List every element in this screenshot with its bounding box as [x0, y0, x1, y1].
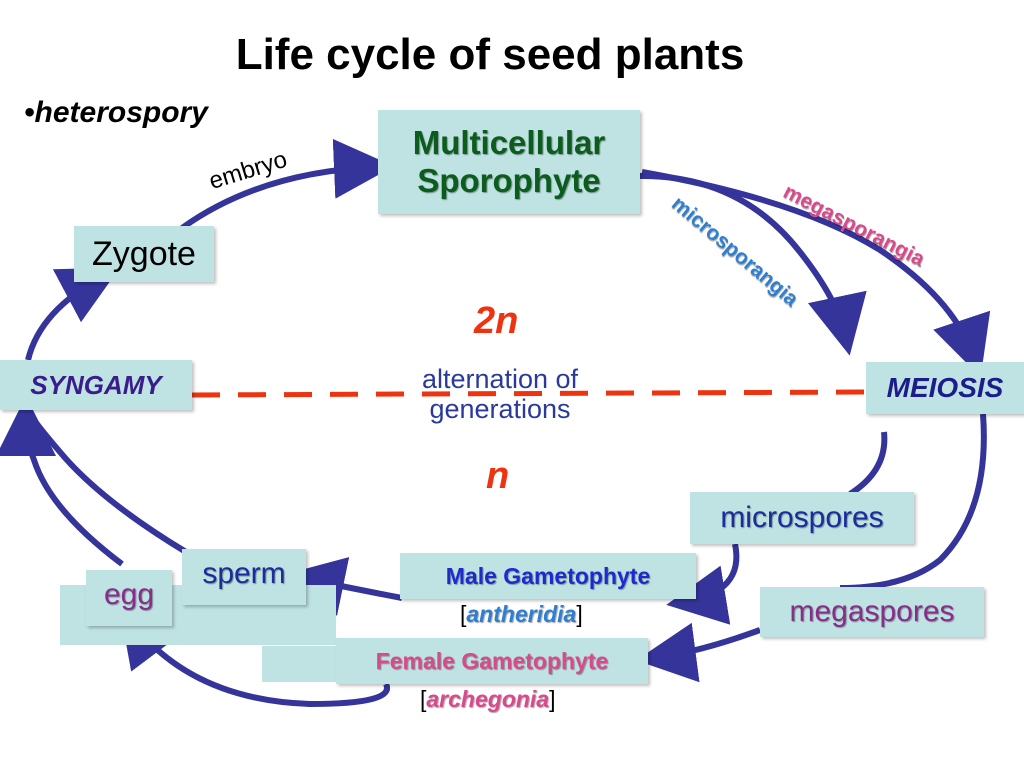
male-gametophyte-box: Male Gametophyte [400, 553, 696, 599]
meiosis-to-microspores-line [848, 431, 888, 497]
antheridia-annotation: [antheridia] [460, 601, 583, 628]
megaspores-to-female-arrow [636, 622, 762, 683]
sporophyte-label-line1: Multicellular [412, 124, 606, 161]
alternation-label: alternation of generations [380, 364, 620, 424]
meiosis-box: MEIOSIS [866, 362, 1024, 414]
archegonia-label: archegonia [426, 686, 550, 712]
sporophyte-box: Multicellular Sporophyte [378, 110, 640, 214]
archegonia-annotation: [archegonia] [420, 686, 556, 713]
microspores-box: microspores [690, 492, 914, 544]
megasporangia-arrow [641, 169, 991, 378]
ploidy-divider-line [191, 389, 867, 398]
alternation-line1: alternation of [421, 364, 579, 394]
embryo-arrow [180, 138, 394, 231]
microspores-label: microspores [720, 501, 884, 534]
syngamy-label: SYNGAMY [30, 369, 162, 400]
heterospory-bullet: •heterospory [24, 96, 208, 129]
gametes-to-syngamy-arrow [0, 396, 124, 567]
antheridia-bracket-close: ] [576, 601, 583, 627]
sperm-box: sperm [182, 549, 306, 605]
sperm-to-syngamy-arrow [27, 412, 188, 555]
female-gametophyte-box: Female Gametophyte [336, 638, 648, 684]
megaspores-box: megaspores [760, 587, 984, 637]
female-to-egg-arrow [119, 605, 390, 708]
antheridia-label: antheridia [466, 601, 577, 627]
male-to-sperm-arrow [284, 557, 403, 616]
female-gametophyte-label: Female Gametophyte [375, 647, 609, 674]
syngamy-to-zygote-arrow [25, 267, 120, 361]
decorative-box-2 [262, 646, 342, 682]
diploid-label: 2n [474, 300, 519, 342]
zygote-label: Zygote [92, 234, 196, 273]
meiosis-to-megaspores-line [839, 413, 987, 591]
sporophyte-label-line2: Sporophyte [417, 162, 601, 199]
haploid-label: n [486, 455, 510, 497]
egg-box: egg [86, 570, 172, 626]
meiosis-label: MEIOSIS [886, 372, 1004, 403]
microspores-to-male-arrow [666, 543, 740, 625]
syngamy-box: SYNGAMY [0, 360, 192, 410]
zygote-box: Zygote [74, 226, 214, 282]
alternation-line2: generations [429, 394, 571, 424]
male-gametophyte-label: Male Gametophyte [445, 562, 651, 589]
archegonia-bracket-close: ] [549, 686, 556, 712]
archegonia-bracket-open: [ [420, 686, 427, 712]
megaspores-label: megaspores [789, 595, 955, 628]
egg-label: egg [103, 578, 155, 611]
page-title: Life cycle of seed plants [235, 30, 745, 79]
sperm-label: sperm [202, 557, 286, 590]
antheridia-bracket-open: [ [460, 601, 467, 627]
